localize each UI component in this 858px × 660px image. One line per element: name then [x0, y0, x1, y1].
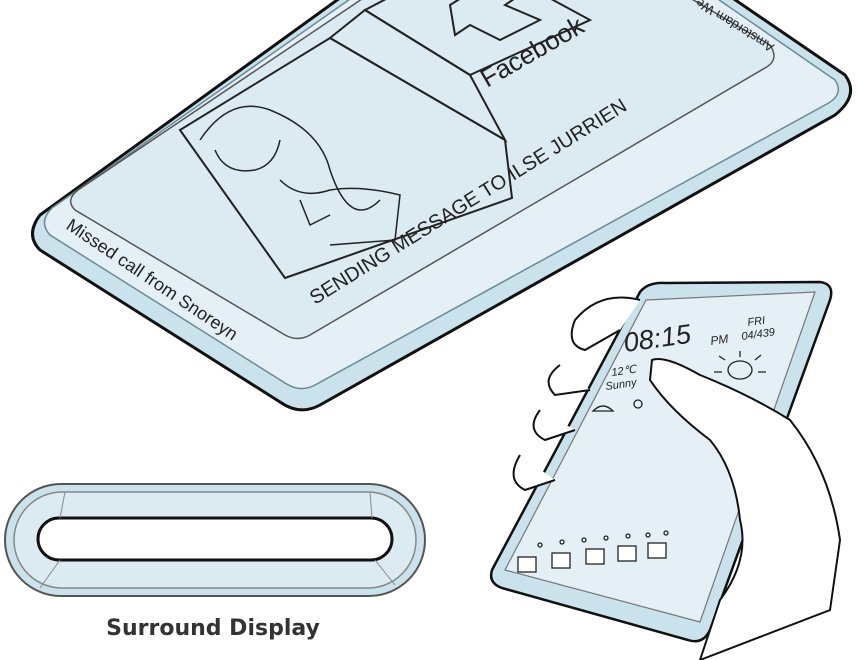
small-sun-icon: [633, 399, 643, 409]
facebook-logo-icon: [448, 0, 543, 42]
person-sketch: [199, 105, 401, 246]
apps-grid-icon[interactable]: [647, 542, 667, 559]
photo-frame: [178, 36, 514, 280]
date-label: 04/439: [741, 326, 776, 343]
ufo-weather-icon: [591, 405, 615, 412]
sun-icon: [727, 360, 753, 380]
messages-icon[interactable]: [585, 548, 605, 565]
hand: [512, 296, 842, 660]
day-label: FRI: [747, 315, 766, 329]
clock-ampm: PM: [709, 332, 729, 348]
small-phone: 08:15 PM FRI 04/439 12℃ Sunny: [489, 280, 842, 660]
weather-text: Sunny: [605, 377, 639, 393]
surround-display-cross-section: [4, 483, 426, 597]
facebook-logo-box: [362, 0, 593, 77]
page-dots: [537, 530, 669, 548]
temperature: 12℃: [611, 363, 639, 379]
contacts-icon[interactable]: [551, 552, 571, 569]
surround-display-caption: Surround Display: [106, 616, 320, 641]
mail-icon[interactable]: [617, 545, 637, 562]
phone-icon[interactable]: [517, 556, 537, 573]
